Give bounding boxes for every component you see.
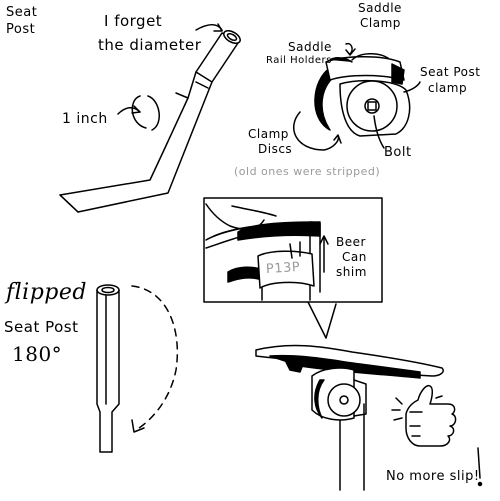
inset-pointer (307, 301, 337, 339)
thumb-line (477, 447, 481, 479)
saddle-clamp-drawing (314, 53, 411, 137)
label-one-inch: 1 inch (62, 111, 108, 127)
dashed-rotation-arrow (131, 285, 179, 431)
label-rail-saddle: Saddle (288, 40, 332, 54)
thumbs-up-icon (391, 384, 457, 447)
label-clamp: Clamp (360, 16, 401, 30)
label-saddle: Saddle (358, 1, 402, 15)
label-rail-holders: Rail Holders (266, 55, 332, 66)
rotation-arrowhead (131, 419, 145, 433)
seatpost-clamp-arrow (403, 81, 421, 93)
can-print-text: P13P (265, 259, 301, 278)
label-shim: shim (336, 265, 367, 279)
label-i-forget: I forget (104, 12, 163, 30)
label-clamp-word: Clamp (248, 127, 289, 141)
label-seatpost: Seat Post (420, 65, 481, 79)
shim-inset (203, 197, 383, 303)
label-seat-post-2: Seat Post (4, 318, 79, 336)
forget-arrowhead (213, 23, 223, 32)
discs-arrow (293, 111, 340, 151)
label-post: Post (6, 22, 36, 37)
bolt-arrow (373, 115, 385, 149)
label-bolt: Bolt (384, 145, 412, 160)
flipped-seat-post (96, 284, 120, 453)
label-can: Can (342, 250, 367, 264)
label-seatpost-clamp: clamp (428, 81, 468, 95)
label-the-diameter: the diameter (98, 36, 202, 54)
label-180: 180° (12, 342, 63, 366)
label-no-more-slip: No more slip! (386, 469, 480, 484)
diagonal-seat-post (59, 30, 241, 213)
label-discs: Discs (258, 142, 293, 156)
label-seat: Seat (6, 5, 38, 20)
label-old-stripped: (old ones were stripped) (234, 165, 381, 178)
assembled-saddle (255, 344, 444, 491)
label-flipped: flipped (6, 280, 87, 305)
label-beer: Beer (336, 235, 366, 249)
